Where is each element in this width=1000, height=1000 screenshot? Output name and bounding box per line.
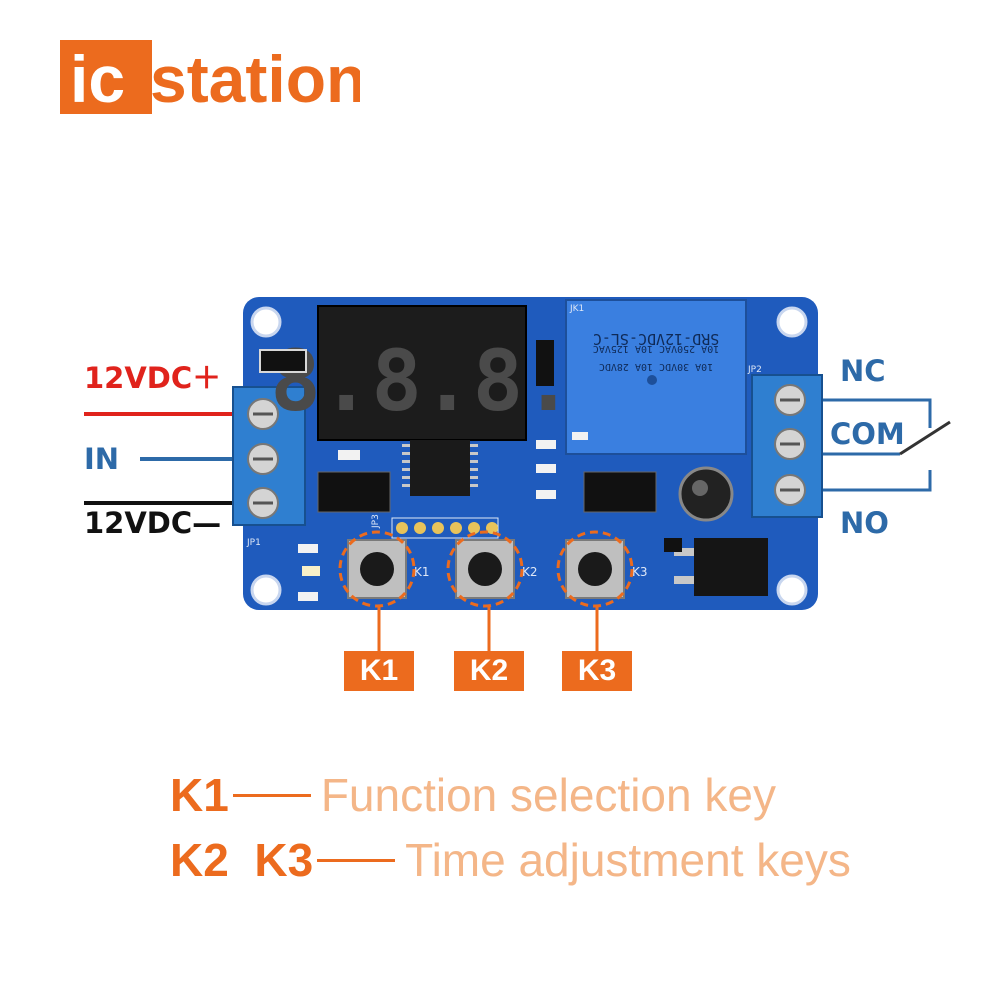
- relay-rating-1: 10A 250VAC 10A 125VAC: [593, 343, 719, 354]
- label-no: NO: [840, 506, 889, 540]
- legend-dash: [317, 859, 396, 863]
- brand-logo-graphic: ic station: [60, 40, 366, 116]
- key-callout-k2: K2: [454, 651, 524, 691]
- no-wire: [822, 470, 932, 492]
- relay-rating-2: 10A 30VDC 10A 28VDC: [599, 361, 713, 372]
- relay: SRD-12VDC-SL-C 10A 250VAC 10A 125VAC 10A…: [565, 299, 747, 455]
- optocoupler-right: [583, 471, 657, 513]
- display-digits: 8.8.8.: [270, 332, 573, 430]
- smd-resistors: [298, 432, 588, 601]
- label-12vdc-negative: 12VDC—: [84, 506, 222, 540]
- legend-desc-function: Function selection key: [320, 769, 776, 821]
- diode-d1: [259, 349, 307, 373]
- led1: [302, 566, 320, 576]
- label-12vdc-positive: 12VDC＋: [84, 361, 222, 395]
- smd-transistor: [664, 538, 682, 552]
- tact-button-k1[interactable]: [347, 539, 407, 599]
- highlight-k2: [446, 530, 524, 608]
- silk-k1: K1: [414, 565, 430, 579]
- diode-d2: [536, 340, 554, 386]
- legend-keys-k1: K1: [170, 769, 229, 821]
- legend-row-function: K1 Function selection key: [170, 768, 776, 822]
- capacitor: [678, 466, 734, 522]
- mount-hole-br: [776, 574, 808, 606]
- highlight-k1: [338, 530, 416, 608]
- relay-model: SRD-12VDC-SL-C: [593, 330, 719, 348]
- tact-button-k3[interactable]: [565, 539, 625, 599]
- seven-segment-display: 8.8.8.: [270, 305, 574, 441]
- legend-dash: [232, 794, 311, 798]
- legend-desc-time: Time adjustment keys: [405, 834, 851, 886]
- left-terminal-block: [232, 386, 306, 526]
- key-callout-k3: K3: [562, 651, 632, 691]
- svg-text:station: station: [150, 42, 360, 116]
- tact-button-k2[interactable]: [455, 539, 515, 599]
- jp1-label: JP1: [246, 538, 261, 548]
- optocoupler-left: [317, 471, 391, 513]
- silk-k2: K2: [522, 565, 538, 579]
- nc-wire: [822, 398, 932, 428]
- right-terminal-block: [751, 374, 823, 518]
- jp3-label: JP3: [371, 514, 381, 529]
- regulator-pin-1: [674, 548, 694, 556]
- switch-contact: [899, 420, 951, 456]
- ic-chip: [402, 440, 478, 496]
- brand-logo: ic station: [60, 38, 366, 122]
- legend-keys-k2-k3: K2 K3: [170, 834, 314, 886]
- silk-k3: K3: [632, 565, 648, 579]
- header-pins: [391, 517, 499, 539]
- svg-text:ic: ic: [70, 42, 125, 116]
- label-input: IN: [84, 442, 120, 476]
- jk1-label: JK1: [569, 304, 584, 314]
- key-callout-k1: K1: [344, 651, 414, 691]
- label-nc: NC: [840, 354, 886, 388]
- regulator: [694, 538, 768, 596]
- highlight-k3: [556, 530, 634, 608]
- legend-row-time: K2 K3 Time adjustment keys: [170, 833, 851, 887]
- regulator-pin-2: [674, 576, 694, 584]
- mount-hole-tr: [776, 306, 808, 338]
- label-com: COM: [830, 417, 905, 451]
- relay-led: [647, 375, 657, 385]
- mount-hole-tl: [250, 306, 282, 338]
- capacitor-highlight: [692, 480, 708, 496]
- jp2-label: JP2: [747, 365, 762, 375]
- mount-hole-bl: [250, 574, 282, 606]
